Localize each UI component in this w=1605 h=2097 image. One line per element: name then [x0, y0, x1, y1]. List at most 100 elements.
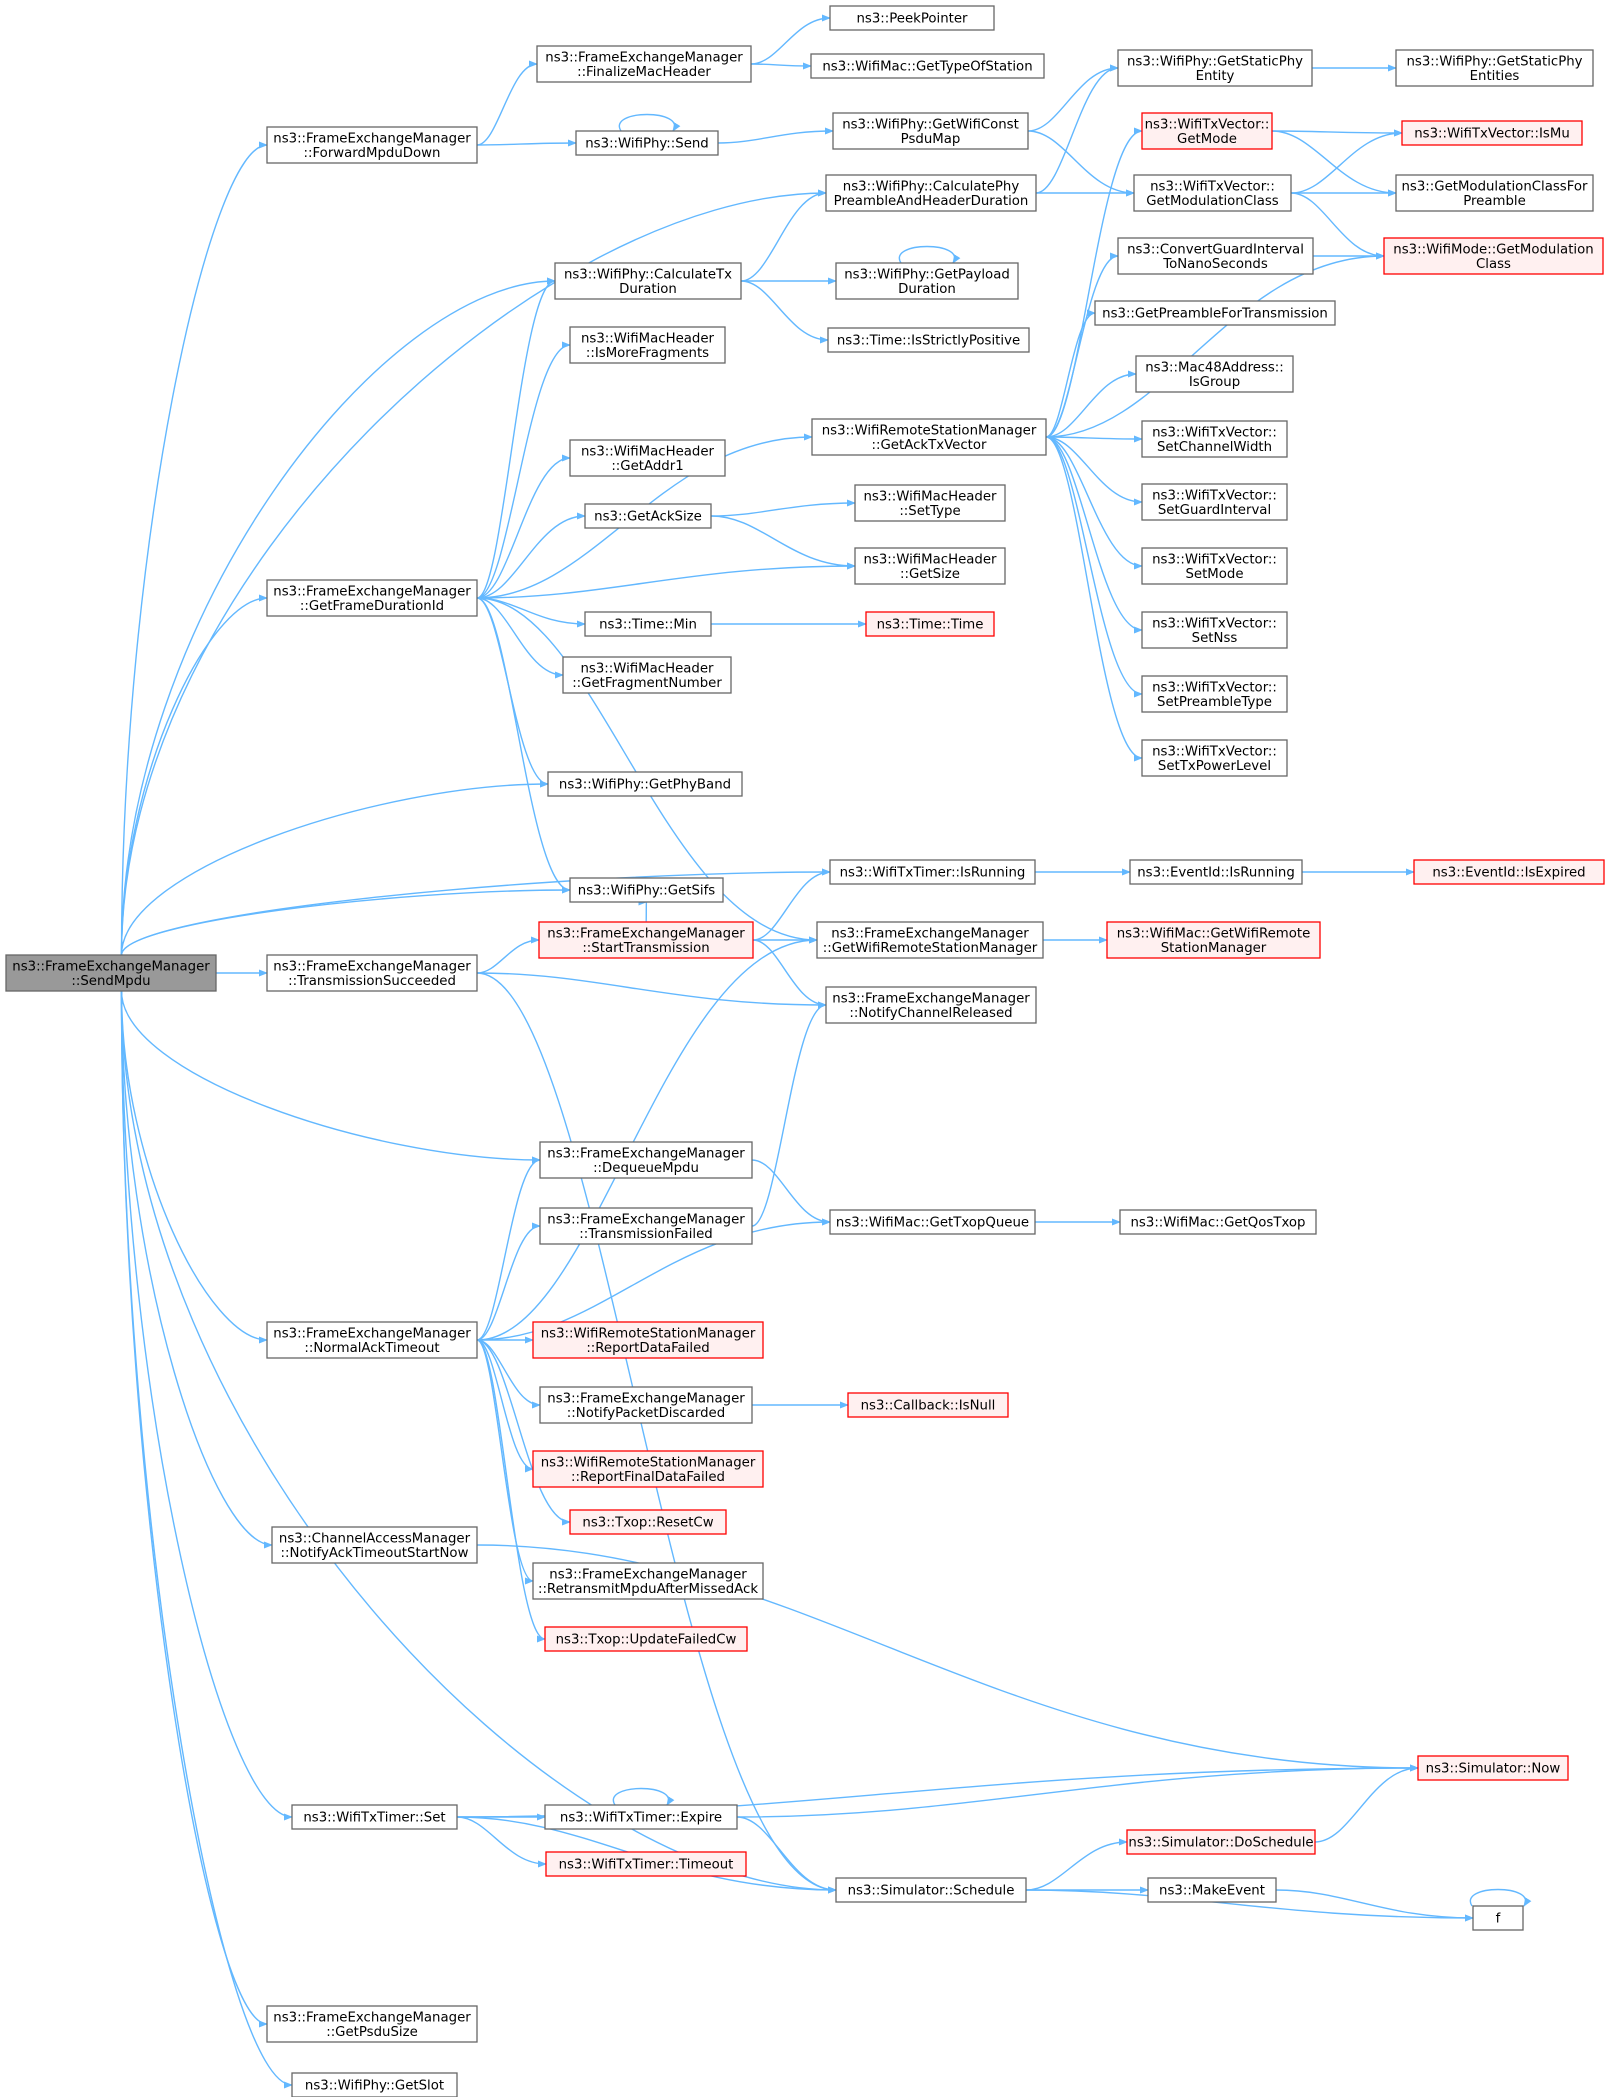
node-tisp[interactable]: ns3::Time::IsStrictlyPositive: [827, 327, 1030, 353]
node-ga1[interactable]: ns3::WifiMacHeader::GetAddr1: [569, 439, 726, 477]
node-rcw[interactable]: ns3::Txop::ResetCw: [569, 1509, 727, 1535]
node-tset[interactable]: ns3::WifiTxTimer::Set: [291, 1804, 458, 1830]
node-nat[interactable]: ns3::FrameExchangeManager::NormalAckTime…: [266, 1321, 478, 1359]
node-label: SetTxPowerLevel: [1158, 759, 1271, 774]
node-snow[interactable]: ns3::Simulator::Now: [1417, 1755, 1569, 1781]
node-label: ::NotifyChannelReleased: [849, 1006, 1012, 1021]
node-tfail[interactable]: ns3::FrameExchangeManager::TransmissionF…: [539, 1207, 753, 1245]
node-ttime[interactable]: ns3::Time::Time: [865, 611, 995, 637]
node-gwrsm[interactable]: ns3::FrameExchangeManager::GetWifiRemote…: [816, 921, 1044, 959]
node-ssch[interactable]: ns3::Simulator::Schedule: [835, 1877, 1027, 1903]
edge-send-to-send: [618, 113, 681, 132]
node-cpah[interactable]: ns3::WifiPhy::CalculatePhyPreambleAndHea…: [825, 174, 1037, 212]
node-gslot[interactable]: ns3::WifiPhy::GetSlot: [291, 2072, 458, 2097]
node-tto[interactable]: ns3::WifiTxTimer::Timeout: [545, 1851, 747, 1877]
edge-tsucc-to-ncr: [476, 972, 827, 1009]
node-gpsz[interactable]: ns3::FrameExchangeManager::GetPsduSize: [266, 2005, 478, 2043]
node-tsucc[interactable]: ns3::FrameExchangeManager::TransmissionS…: [266, 954, 478, 992]
node-gtq[interactable]: ns3::WifiMac::GetTxopQueue: [829, 1209, 1036, 1235]
node-ufcw[interactable]: ns3::Txop::UpdateFailedCw: [544, 1626, 748, 1652]
node-rfdf[interactable]: ns3::WifiRemoteStationManager::ReportFin…: [532, 1450, 764, 1488]
node-f[interactable]: f: [1472, 1905, 1524, 1931]
node-mev[interactable]: ns3::MakeEvent: [1147, 1877, 1277, 1903]
node-label: ns3::Mac48Address::: [1145, 360, 1284, 375]
node-sds[interactable]: ns3::Simulator::DoSchedule: [1126, 1829, 1316, 1855]
node-stx[interactable]: ns3::FrameExchangeManager::StartTransmis…: [538, 921, 754, 959]
node-npd[interactable]: ns3::FrameExchangeManager::NotifyPacketD…: [539, 1386, 753, 1424]
node-label: ns3::WifiTxTimer::IsRunning: [840, 866, 1026, 881]
node-gfdi[interactable]: ns3::FrameExchangeManager::GetFrameDurat…: [266, 579, 478, 617]
node-stype[interactable]: ns3::WifiMacHeader::SetType: [854, 484, 1006, 522]
node-eir[interactable]: ns3::EventId::IsRunning: [1129, 859, 1303, 885]
node-ismu[interactable]: ns3::WifiTxVector::IsMu: [1401, 120, 1583, 146]
node-igrp[interactable]: ns3::Mac48Address::IsGroup: [1135, 355, 1294, 393]
node-tir[interactable]: ns3::WifiTxTimer::IsRunning: [829, 859, 1036, 885]
edge-root-to-gfdi: [120, 594, 268, 956]
node-box: [266, 2005, 478, 2043]
node-label: ::GetFragmentNumber: [572, 676, 722, 691]
node-label: ns3::EventId::IsRunning: [1137, 866, 1295, 881]
node-cbn[interactable]: ns3::Callback::IsNull: [847, 1392, 1009, 1418]
node-gas[interactable]: ns3::GetAckSize: [584, 503, 712, 529]
node-texp[interactable]: ns3::WifiTxTimer::Expire: [544, 1804, 738, 1830]
node-gatv[interactable]: ns3::WifiRemoteStationManager::GetAckTxV…: [811, 418, 1047, 456]
node-wmgmc[interactable]: ns3::WifiMode::GetModulationClass: [1383, 237, 1604, 275]
node-box: [532, 1450, 764, 1488]
node-label: PsduMap: [901, 132, 961, 147]
node-label: ::NormalAckTimeout: [304, 1341, 439, 1356]
node-cam[interactable]: ns3::ChannelAccessManager::NotifyAckTime…: [271, 1526, 478, 1564]
node-label: ns3::WifiPhy::GetStaticPhy: [1127, 54, 1303, 69]
node-peek[interactable]: ns3::PeekPointer: [829, 5, 995, 31]
node-rmma[interactable]: ns3::FrameExchangeManager::RetransmitMpd…: [532, 1562, 764, 1600]
node-gfn[interactable]: ns3::WifiMacHeader::GetFragmentNumber: [562, 656, 732, 694]
node-send[interactable]: ns3::WifiPhy::Send: [575, 130, 719, 156]
node-box: [1117, 237, 1314, 275]
node-eie[interactable]: ns3::EventId::IsExpired: [1413, 859, 1605, 885]
node-gtos[interactable]: ns3::WifiMac::GetTypeOfStation: [810, 53, 1045, 79]
node-box: [532, 1321, 764, 1359]
node-snss[interactable]: ns3::WifiTxVector::SetNss: [1141, 611, 1288, 649]
edge-cpah-to-gspe: [1035, 64, 1119, 194]
node-gqt[interactable]: ns3::WifiMac::GetQosTxop: [1119, 1209, 1317, 1235]
node-fwd[interactable]: ns3::FrameExchangeManager::ForwardMpduDo…: [266, 126, 478, 164]
node-box: [1106, 921, 1321, 959]
edge-gfdi-to-gwrsm: [476, 597, 818, 944]
node-tgm[interactable]: ns3::WifiTxVector::GetMode: [1141, 112, 1273, 150]
node-box: [1147, 1877, 1277, 1903]
node-gpb[interactable]: ns3::WifiPhy::GetPhyBand: [547, 771, 743, 797]
node-rdf[interactable]: ns3::WifiRemoteStationManager::ReportDat…: [532, 1321, 764, 1359]
node-tmin[interactable]: ns3::Time::Min: [584, 611, 712, 637]
node-label: ns3::FrameExchangeManager: [12, 959, 210, 974]
node-gsize[interactable]: ns3::WifiMacHeader::GetSize: [854, 547, 1006, 585]
node-fin[interactable]: ns3::FrameExchangeManager::FinalizeMacHe…: [536, 45, 752, 83]
node-label: ::GetSize: [900, 567, 960, 582]
node-spt[interactable]: ns3::WifiTxVector::SetPreambleType: [1141, 675, 1288, 713]
edge-gatv-to-scw: [1045, 435, 1143, 443]
node-sgi[interactable]: ns3::WifiTxVector::SetGuardInterval: [1141, 483, 1288, 521]
edge-ssch-to-f: [1025, 1889, 1474, 1922]
edge-nat-to-deq: [476, 1156, 541, 1341]
node-stpl[interactable]: ns3::WifiTxVector::SetTxPowerLevel: [1141, 739, 1288, 777]
node-wgwrsm[interactable]: ns3::WifiMac::GetWifiRemoteStationManage…: [1106, 921, 1321, 959]
node-box: [1401, 120, 1583, 146]
node-label: ns3::Simulator::Now: [1426, 1762, 1561, 1777]
node-gsifs[interactable]: ns3::WifiPhy::GetSifs: [569, 877, 724, 903]
node-imf[interactable]: ns3::WifiMacHeader::IsMoreFragments: [569, 326, 726, 364]
node-box: [538, 921, 754, 959]
node-deq[interactable]: ns3::FrameExchangeManager::DequeueMpdu: [539, 1141, 753, 1179]
node-root[interactable]: ns3::FrameExchangeManager::SendMpdu: [5, 954, 217, 992]
node-gpft[interactable]: ns3::GetPreambleForTransmission: [1094, 300, 1336, 326]
node-tgmc[interactable]: ns3::WifiTxVector::GetModulationClass: [1133, 174, 1292, 212]
node-label: ::DequeueMpdu: [593, 1161, 699, 1176]
node-scw[interactable]: ns3::WifiTxVector::SetChannelWidth: [1141, 420, 1288, 458]
edge-gfdi-to-gsize: [476, 562, 856, 599]
node-ncr[interactable]: ns3::FrameExchangeManager::NotifyChannel…: [825, 986, 1037, 1024]
node-smode[interactable]: ns3::WifiTxVector::SetMode: [1141, 547, 1288, 585]
